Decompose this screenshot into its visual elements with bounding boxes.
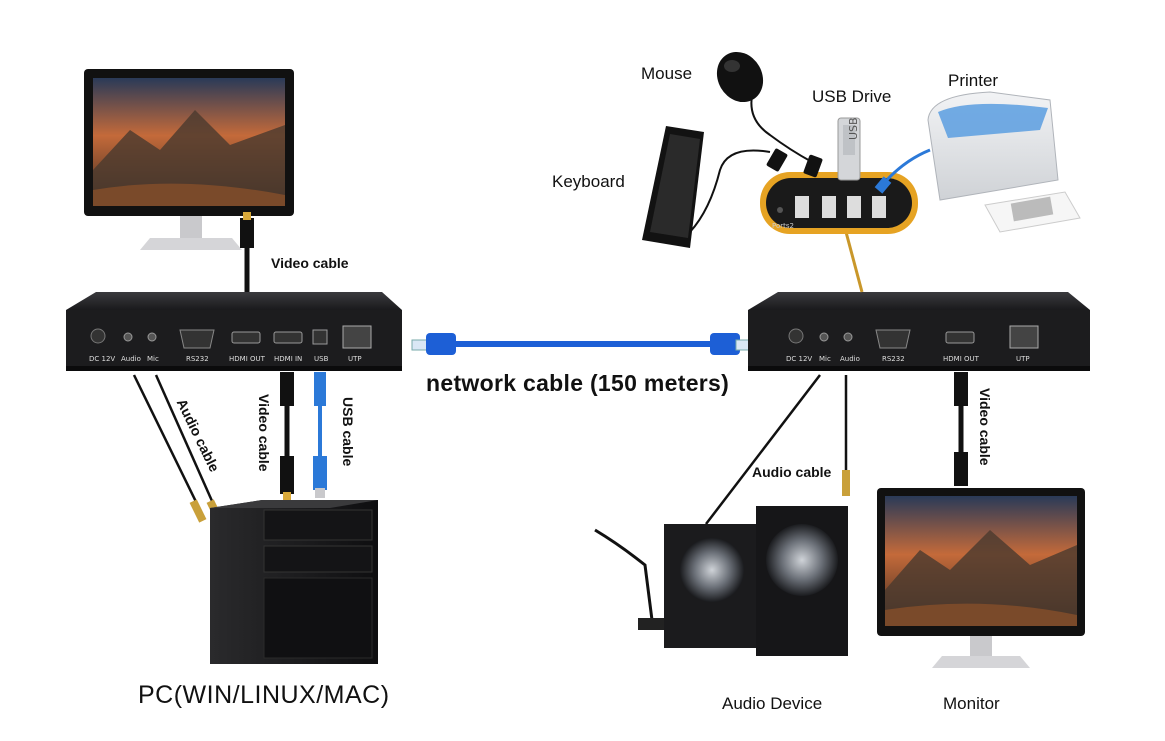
port-label: UTP — [348, 355, 362, 363]
port-label: USB — [314, 355, 329, 363]
port-label: RS232 — [186, 355, 209, 363]
port-label: HDMI OUT — [229, 355, 265, 363]
port-label: HDMI OUT — [943, 355, 979, 363]
network-cable — [411, 333, 753, 355]
audio-cable-label: Audio cable — [752, 464, 832, 480]
port-label: Mic — [819, 355, 831, 363]
port-label: RS232 — [882, 355, 905, 363]
video-cable-left — [280, 372, 294, 500]
keyboard-label: Keyboard — [552, 172, 625, 191]
printer-icon — [874, 91, 1081, 233]
speaker-woofer — [680, 538, 744, 602]
usb-cable — [313, 372, 327, 498]
port-label: UTP — [1016, 355, 1030, 363]
speaker-woofer — [766, 524, 838, 596]
keyboard-icon — [642, 126, 788, 248]
network-cable-label: network cable (150 meters) — [426, 370, 730, 396]
monitor-label: Monitor — [943, 694, 1000, 713]
video-cable-label: Video cable — [977, 388, 993, 466]
hub-link-cable — [844, 231, 864, 293]
receiver-unit — [748, 292, 1090, 371]
printer-label: Printer — [948, 71, 999, 90]
monitor-stand — [140, 238, 242, 250]
port-label: DC 12V — [89, 355, 116, 363]
right-monitor — [877, 488, 1085, 668]
mouse-label: Mouse — [641, 64, 693, 83]
video-cable-right — [954, 372, 968, 486]
transmitter-unit — [66, 292, 402, 371]
pc-label: PC(WIN/LINUX/MAC) — [138, 681, 390, 709]
audio-device-label: Audio Device — [722, 694, 823, 713]
monitor-stand — [932, 656, 1030, 668]
usb-drive-label: USB Drive — [812, 87, 892, 106]
video-cable-label: Video cable — [256, 394, 272, 472]
audio-cables-right — [705, 374, 850, 525]
port-label: HDMI IN — [274, 355, 303, 363]
video-cable-label: Video cable — [271, 255, 349, 271]
usb-drive-icon — [837, 117, 861, 181]
port-label: Mic — [147, 355, 159, 363]
port-label: DC 12V — [786, 355, 813, 363]
port-label: Audio — [840, 355, 860, 363]
audio-device — [594, 506, 848, 656]
port-label: Audio — [121, 355, 141, 363]
usb-cable-label: USB cable — [340, 397, 356, 467]
usb-drive-label: USB — [847, 117, 860, 140]
pc-tower — [210, 500, 378, 664]
mouse-icon — [716, 51, 823, 178]
hub-label: Ports2 — [772, 222, 794, 230]
left-monitor — [84, 69, 294, 250]
